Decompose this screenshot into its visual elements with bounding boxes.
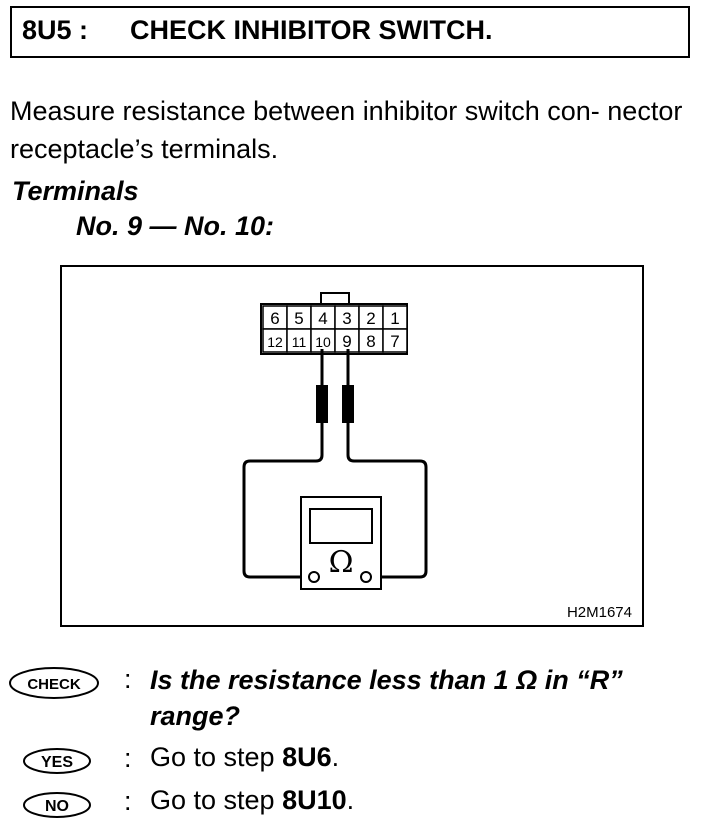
terminals-value: No. 9 — No. 10:	[76, 211, 275, 241]
yes-step: 8U6	[282, 742, 332, 772]
connector-pin-label: 10	[315, 334, 331, 350]
test-leads	[242, 349, 428, 579]
yes-prefix: Go to step	[150, 742, 283, 772]
ohmmeter: Ω	[300, 496, 382, 590]
yes-badge-label: YES	[41, 754, 73, 771]
instruction-text: Measure resistance between inhibitor swi…	[10, 96, 683, 164]
no-step: 8U10	[282, 785, 347, 815]
probe-right	[342, 385, 354, 423]
check-badge: CHECK	[9, 667, 99, 699]
check-badge-label: CHECK	[27, 676, 81, 693]
connector-pin-label: 1	[390, 309, 399, 328]
ohm-symbol: Ω	[329, 545, 354, 580]
connector-pin-cell	[382, 328, 408, 353]
connector-pin-label: 11	[292, 334, 307, 350]
no-answer: Go to step 8U10.	[150, 785, 354, 816]
connector-pin-label: 12	[267, 334, 283, 350]
yes-colon: :	[124, 743, 132, 773]
connector-pin-label: 5	[294, 309, 303, 328]
lead-right	[346, 423, 428, 579]
yes-answer: Go to step 8U6.	[150, 742, 339, 773]
check-colon: :	[124, 664, 132, 694]
step-header: 8U5 : CHECK INHIBITOR SWITCH.	[10, 6, 690, 58]
step-id: 8U5 :	[22, 15, 89, 45]
meter-terminal-left	[308, 571, 320, 583]
no-suffix: .	[346, 785, 355, 815]
figure-code: H2M1674	[567, 604, 632, 621]
yes-badge: YES	[23, 748, 91, 774]
connector-pin-label: 4	[318, 309, 327, 328]
no-prefix: Go to step	[150, 785, 283, 815]
yes-suffix: .	[331, 742, 340, 772]
lead-left	[242, 423, 324, 579]
no-colon: :	[124, 786, 132, 816]
connector-pin-label: 8	[366, 332, 375, 351]
connector-pin-label: 9	[342, 332, 351, 351]
check-question-line2: range?	[150, 701, 241, 731]
connector-pin-label: 7	[390, 332, 399, 351]
no-badge: NO	[23, 792, 91, 818]
probe-left	[316, 385, 328, 423]
check-question-line1: Is the resistance less than 1 Ω in “R”	[150, 665, 623, 695]
connector-pin-label: 6	[270, 309, 279, 328]
check-question: Is the resistance less than 1 Ω in “R” r…	[150, 662, 700, 734]
meter-terminal-right	[360, 571, 372, 583]
connector-pin-label: 2	[366, 309, 375, 328]
step-title: CHECK INHIBITOR SWITCH.	[130, 15, 493, 45]
meter-display	[309, 508, 373, 544]
connector-pin-label: 3	[342, 309, 351, 328]
terminals-heading: Terminals	[12, 176, 139, 206]
no-badge-label: NO	[45, 798, 69, 815]
